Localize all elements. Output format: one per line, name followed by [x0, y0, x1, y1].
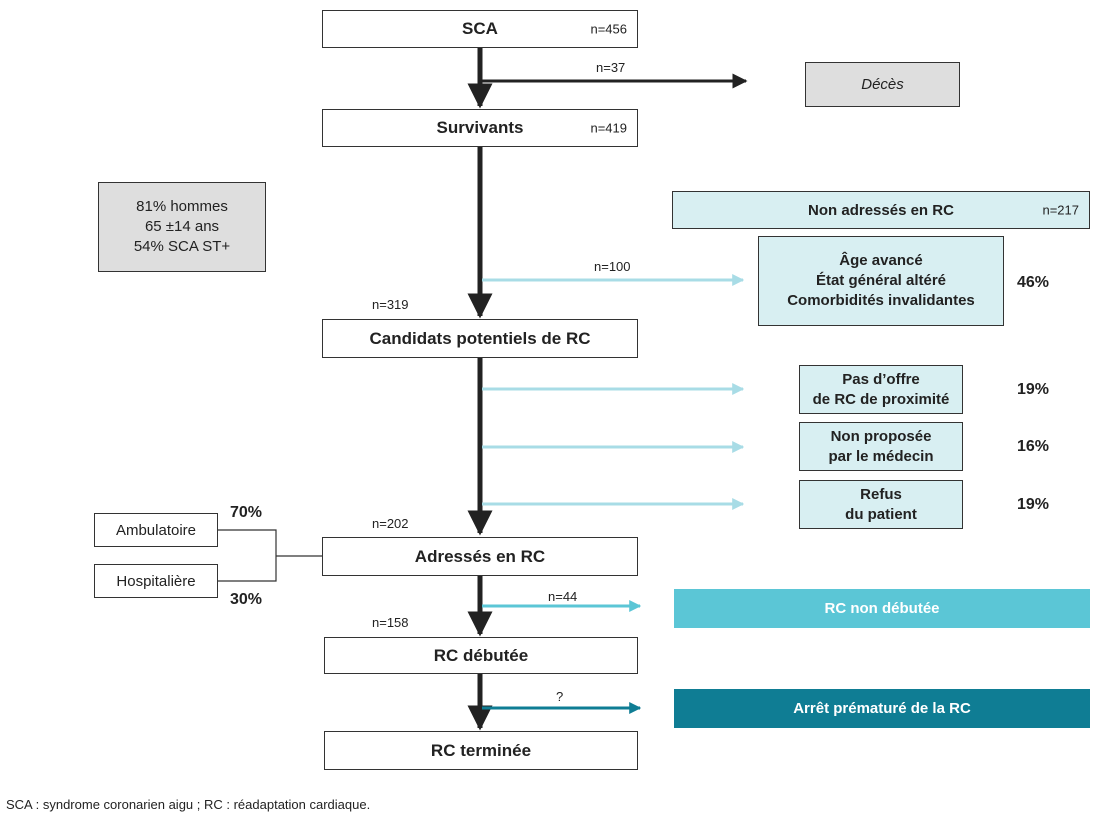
box-sca-n: n=456	[590, 21, 627, 37]
box-non-adresses-n: n=217	[1042, 202, 1079, 218]
box-patient-stats: 81% hommes 65 ±14 ans 54% SCA ST+	[98, 182, 266, 272]
footnote: SCA : syndrome coronarien aigu ; RC : ré…	[6, 797, 371, 812]
box-candidats-label: Candidats potentiels de RC	[369, 328, 591, 348]
box-non-adresses-label: Non adressés en RC	[808, 201, 954, 219]
box-age-avance: Âge avancé État général altéré Comorbidi…	[758, 236, 1004, 326]
box-non-adresses: Non adressés en RC n=217	[672, 191, 1090, 229]
box-deces: Décès	[805, 62, 960, 107]
stats-line-2: 65 ±14 ans	[144, 218, 220, 235]
box-rc-non-debutee-label: RC non débutée	[824, 600, 940, 617]
non-proposee-line-1: Non proposée	[830, 427, 932, 445]
box-survivants-label: Survivants	[436, 118, 524, 137]
box-non-proposee: Non proposée par le médecin	[799, 422, 963, 471]
box-refus: Refus du patient	[799, 480, 963, 529]
box-adresses: Adressés en RC	[322, 537, 638, 576]
age-pct: 46%	[1017, 274, 1050, 291]
box-arret-label: Arrêt prématuré de la RC	[793, 700, 971, 717]
box-deces-label: Décès	[861, 76, 904, 93]
box-adresses-label: Adressés en RC	[414, 546, 546, 566]
box-rc-debutee: RC débutée	[324, 637, 638, 674]
box-rc-non-debutee: RC non débutée	[674, 589, 1090, 628]
non-proposee-line-2: par le médecin	[828, 447, 934, 465]
box-hospitaliere: Hospitalière	[94, 564, 218, 598]
box-pas-offre: Pas d’offre de RC de proximité	[799, 365, 963, 414]
pas-offre-line-2: de RC de proximité	[812, 390, 950, 408]
box-ambulatoire: Ambulatoire	[94, 513, 218, 547]
refus-pct: 19%	[1017, 496, 1050, 513]
stats-line-1: 81% hommes	[136, 198, 228, 215]
label-age-n: n=100	[594, 259, 631, 274]
ambulatoire-pct: 70%	[230, 504, 263, 521]
box-arret-premature: Arrêt prématuré de la RC	[674, 689, 1090, 728]
label-candidats-n: n=319	[372, 297, 409, 312]
label-debutee-n: n=158	[372, 615, 409, 630]
hospitaliere-pct: 30%	[230, 591, 263, 608]
box-ambulatoire-label: Ambulatoire	[115, 521, 197, 539]
pas-offre-pct: 19%	[1017, 381, 1050, 398]
box-sca-label: SCA	[462, 19, 498, 38]
pas-offre-line-1: Pas d’offre	[842, 370, 920, 388]
age-line-3: Comorbidités invalidantes	[787, 292, 975, 309]
stats-line-3: 54% SCA ST+	[133, 238, 231, 255]
bracket-mode	[218, 529, 277, 582]
refus-line-2: du patient	[845, 505, 917, 523]
refus-line-1: Refus	[860, 485, 902, 503]
box-candidats: Candidats potentiels de RC	[322, 319, 638, 358]
label-arret-n: ?	[556, 689, 564, 704]
age-line-2: État général altéré	[815, 272, 947, 289]
box-survivants-n: n=419	[590, 120, 627, 136]
box-sca: SCA n=456	[322, 10, 638, 48]
label-adresses-n: n=202	[372, 516, 409, 531]
non-proposee-pct: 16%	[1017, 438, 1050, 455]
box-rc-terminee: RC terminée	[324, 731, 638, 770]
box-survivants: Survivants n=419	[322, 109, 638, 147]
box-hospitaliere-label: Hospitalière	[116, 572, 196, 590]
box-rc-terminee-label: RC terminée	[430, 740, 532, 760]
box-rc-debutee-label: RC débutée	[433, 645, 529, 665]
age-line-1: Âge avancé	[839, 252, 923, 269]
label-non-debutee-n: n=44	[548, 589, 578, 604]
label-deces-n: n=37	[596, 60, 626, 75]
